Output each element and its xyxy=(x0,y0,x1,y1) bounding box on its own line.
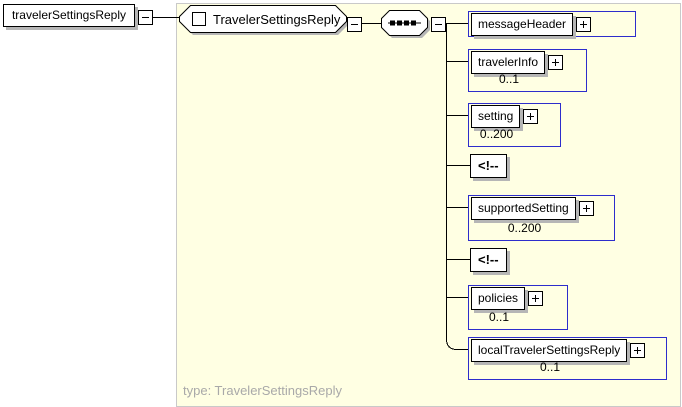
expand-plus-icon[interactable] xyxy=(548,55,563,70)
element-box[interactable]: travelerInfo xyxy=(471,51,546,74)
expand-plus-icon[interactable] xyxy=(576,17,591,32)
cardinality-label: 0..200 xyxy=(507,221,542,235)
child-element-container: messageHeader xyxy=(468,11,636,37)
element-box[interactable]: localTravelerSettingsReply xyxy=(471,339,628,362)
header-collapse-minus-icon[interactable] xyxy=(347,17,362,32)
expand-plus-icon[interactable] xyxy=(528,291,543,306)
root-collapse-minus-icon[interactable] xyxy=(138,10,153,25)
element-box[interactable]: supportedSetting xyxy=(471,197,576,220)
cardinality-label: 0..1 xyxy=(498,72,519,86)
complex-type-title: TravelerSettingsReply xyxy=(213,12,341,27)
complex-type-header[interactable] xyxy=(179,5,352,44)
cardinality-label: 0..200 xyxy=(479,127,514,141)
sequence-compositor-icon[interactable] xyxy=(381,10,433,46)
element-box[interactable]: messageHeader xyxy=(471,13,574,36)
expand-plus-icon[interactable] xyxy=(579,201,594,216)
element-square-icon xyxy=(192,12,206,26)
comment-box[interactable]: <!-- xyxy=(470,154,507,178)
cardinality-label: 0..1 xyxy=(539,360,560,374)
expand-plus-icon[interactable] xyxy=(523,109,538,124)
expand-plus-icon[interactable] xyxy=(630,343,645,358)
type-annotation: type: TravelerSettingsReply xyxy=(183,383,342,398)
comment-box[interactable]: <!-- xyxy=(470,248,507,272)
sequence-collapse-minus-icon[interactable] xyxy=(431,17,446,32)
element-box[interactable]: setting xyxy=(471,105,521,128)
root-element-box[interactable]: travelerSettingsReply xyxy=(3,4,135,27)
element-box[interactable]: policies xyxy=(471,287,526,310)
cardinality-label: 0..1 xyxy=(488,310,509,324)
